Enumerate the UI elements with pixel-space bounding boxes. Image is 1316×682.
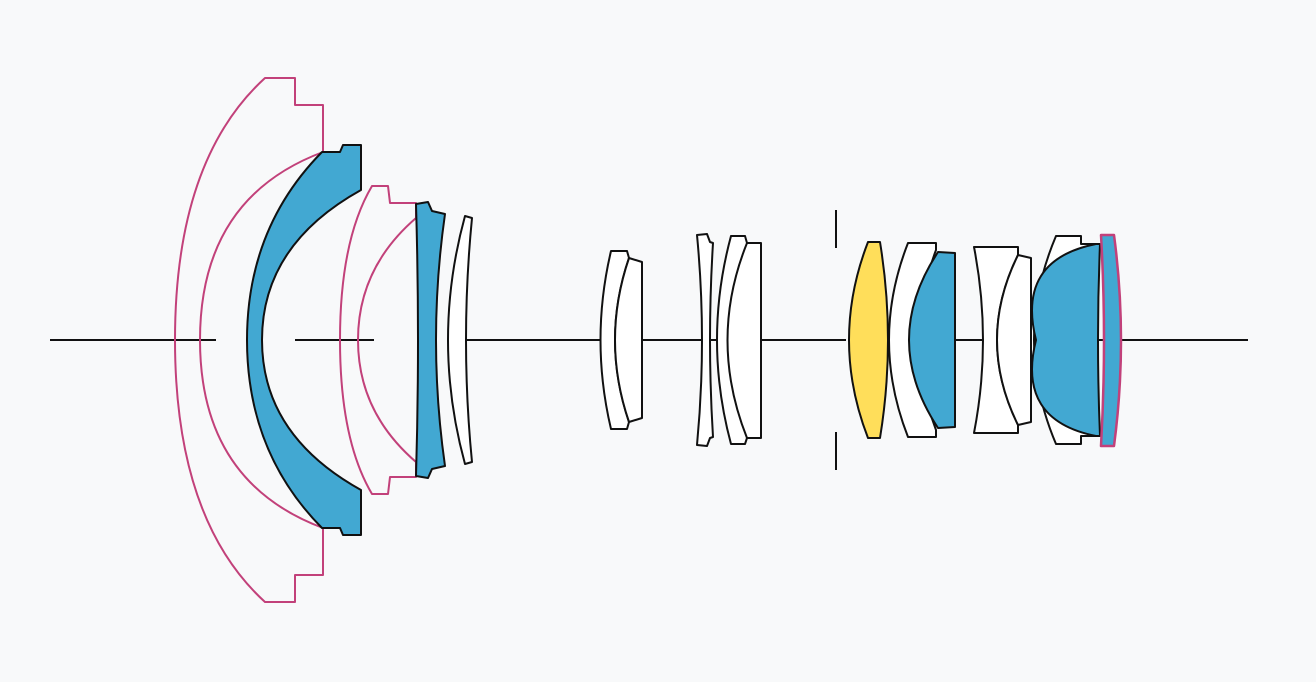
group6-element2 — [1031, 243, 1101, 437]
aspherical-front-outline — [174, 77, 324, 603]
group3-element2 — [716, 235, 762, 445]
group1-element2 — [415, 201, 446, 479]
group3-element1 — [696, 233, 714, 447]
rear-element — [1099, 233, 1123, 448]
group3-element2-cemented-surface — [726, 242, 748, 439]
group2-element2 — [614, 257, 643, 423]
group1-element3 — [447, 215, 473, 465]
group4-element3 — [908, 251, 956, 429]
group4-element1 — [848, 241, 889, 439]
group5-element2 — [996, 254, 1032, 426]
group1-element1 — [246, 144, 362, 536]
